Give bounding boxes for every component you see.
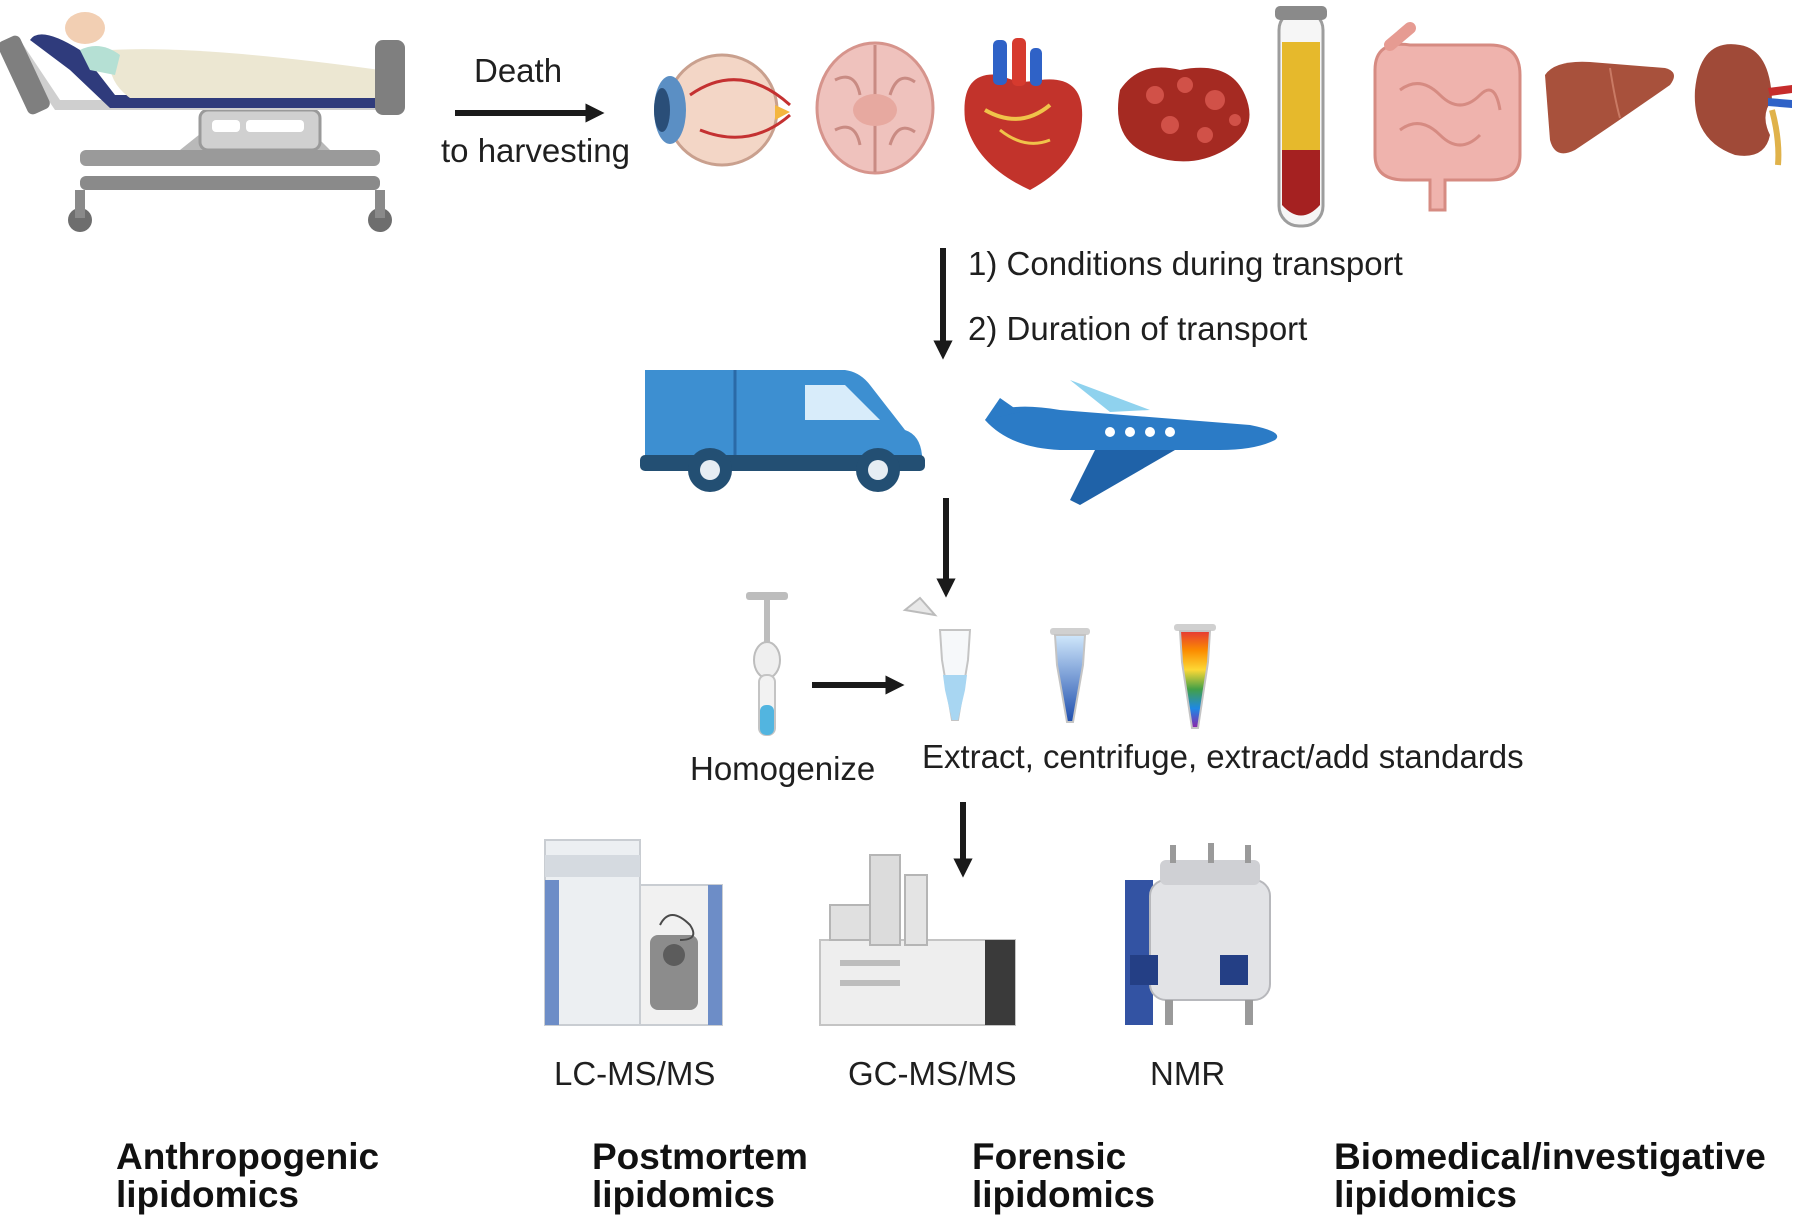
category-line1: Forensic: [972, 1136, 1127, 1177]
lc-ms-label: LC-MS/MS: [554, 1055, 716, 1092]
category-line1: Postmortem: [592, 1136, 808, 1177]
homogenize-label: Homogenize: [690, 750, 876, 787]
van-icon: [640, 370, 925, 492]
to-harvesting-label: to harvesting: [441, 132, 630, 169]
blood-tube-icon: [1275, 6, 1327, 228]
eye-icon: [654, 53, 792, 167]
brain-icon: [815, 41, 935, 175]
category-anthropogenic: Anthropogenic lipidomics: [116, 1138, 379, 1214]
category-biomedical: Biomedical/investigative lipidomics: [1334, 1138, 1766, 1214]
category-postmortem: Postmortem lipidomics: [592, 1138, 808, 1214]
centrifuged-tube-icon: [1050, 628, 1090, 723]
homogenizer-icon: [746, 592, 788, 736]
category-line2: lipidomics: [592, 1174, 775, 1215]
liver-icon: [1545, 61, 1674, 154]
category-line1: Anthropogenic: [116, 1136, 380, 1177]
nmr-label: NMR: [1150, 1055, 1226, 1092]
category-line1: Biomedical/investigative: [1334, 1136, 1766, 1177]
rainbow-tube-icon: [1174, 624, 1216, 729]
lung-tissue-icon: [1118, 67, 1250, 162]
death-label: Death: [474, 52, 563, 89]
airplane-icon: [985, 380, 1278, 505]
transport-duration-label: 2) Duration of transport: [968, 310, 1308, 347]
heart-icon: [964, 38, 1083, 190]
gc-ms-label: GC-MS/MS: [848, 1055, 1017, 1092]
hospital-bed-icon: [0, 12, 405, 232]
extract-label: Extract, centrifuge, extract/add standar…: [922, 738, 1524, 775]
lc-ms-instrument-icon: [544, 839, 723, 1026]
intestine-icon: [1373, 22, 1522, 212]
transport-condition-label: 1) Conditions during transport: [968, 245, 1403, 282]
open-tube-icon: [902, 596, 972, 721]
category-line2: lipidomics: [116, 1174, 299, 1215]
kidney-icon: [1694, 44, 1792, 166]
nmr-instrument-icon: [1125, 843, 1271, 1025]
gc-ms-instrument-icon: [819, 854, 1016, 1026]
category-line2: lipidomics: [1334, 1174, 1517, 1215]
category-line2: lipidomics: [972, 1174, 1155, 1215]
category-forensic: Forensic lipidomics: [972, 1138, 1155, 1214]
